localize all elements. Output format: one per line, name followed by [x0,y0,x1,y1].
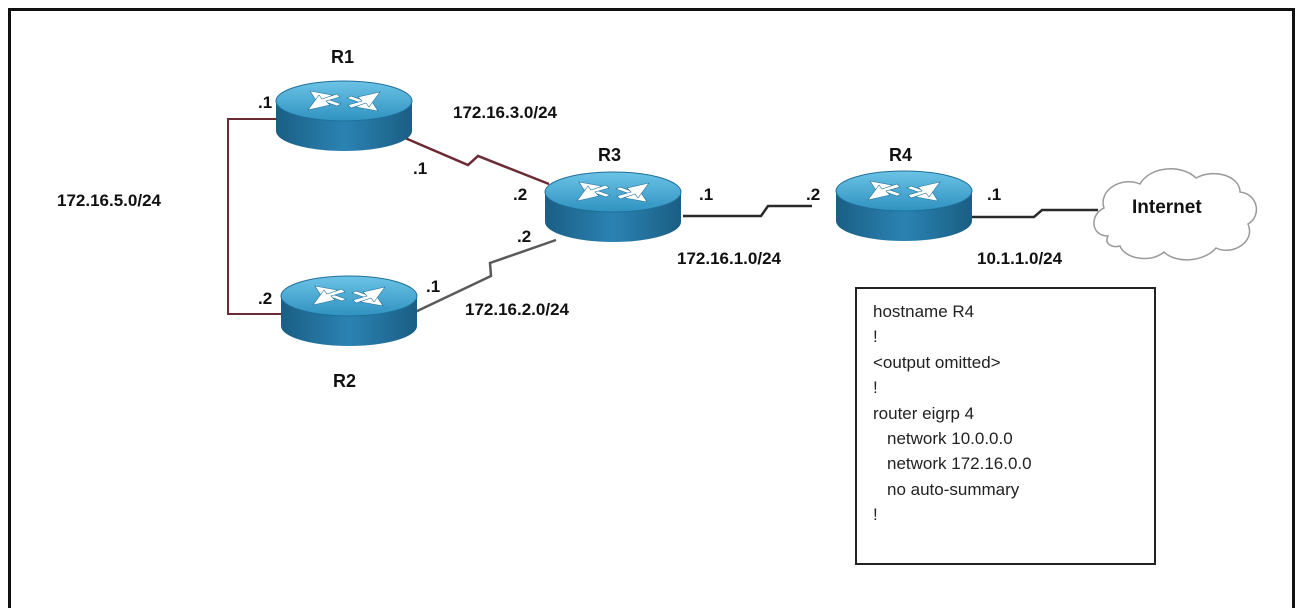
r4-config-box: hostname R4 ! <output omitted> ! router … [855,287,1156,565]
iface-r3-to-r1-label: .2 [513,185,528,204]
link-r3-r4 [683,204,812,218]
iface-r4-to-r3-label: .2 [806,185,821,204]
network-r1-r3-label: 172.16.3.0/24 [453,103,557,122]
network-r1-r2-label: 172.16.5.0/24 [57,191,161,210]
iface-r1-serial-label: .1 [413,159,428,178]
router-r4-name: R4 [889,145,913,165]
config-line: <output omitted> [873,352,1001,372]
router-r1-name: R1 [331,47,355,67]
router-r4-icon [835,170,973,242]
router-r3-name: R3 [598,145,622,165]
network-r2-r3-label: 172.16.2.0/24 [465,300,569,319]
iface-r2-lan-label: .2 [258,289,273,308]
iface-r3-to-r2-label: .2 [517,227,532,246]
router-r1-icon [275,80,413,152]
link-r1-r3 [404,136,550,186]
router-r3-icon [544,171,682,243]
config-line: ! [873,378,878,398]
config-line: network 172.16.0.0 [887,454,1032,474]
internet-label: Internet [1132,197,1202,218]
config-line: ! [873,505,878,525]
link-r4-internet [972,208,1098,219]
network-r3-r4-label: 172.16.1.0/24 [677,249,781,268]
config-line: network 10.0.0.0 [887,428,1013,448]
network-r4-internet-label: 10.1.1.0/24 [977,249,1063,268]
internet-cloud-icon [1093,168,1258,261]
config-line: router eigrp 4 [873,403,975,423]
iface-r1-lan-label: .1 [258,93,273,112]
link-r1-r2 [227,118,281,315]
iface-r2-serial-label: .1 [426,277,441,296]
router-r2-name: R2 [333,371,357,391]
config-line: hostname R4 [873,302,975,321]
config-line: no auto-summary [887,479,1020,499]
iface-r4-to-internet-label: .1 [987,185,1002,204]
router-r2-icon [280,275,418,347]
config-line: ! [873,327,878,347]
iface-r3-to-r4-label: .1 [699,185,714,204]
link-r2-r3 [412,238,557,315]
